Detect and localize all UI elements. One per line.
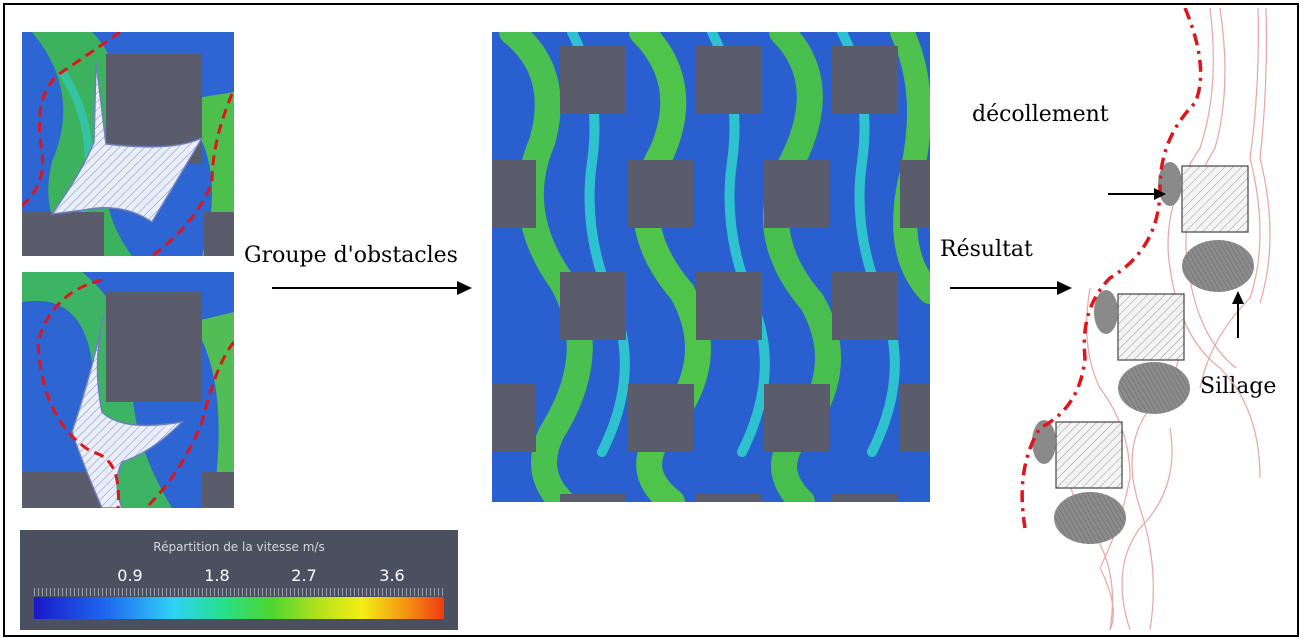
result-schematic	[1010, 8, 1290, 630]
group-label: Groupe d'obstacles	[244, 243, 458, 268]
wake-region	[50, 61, 204, 224]
scale-tick-label: 2.7	[291, 566, 317, 585]
schematic-obstacle	[1181, 165, 1249, 233]
scale-ticks	[34, 588, 444, 596]
wake-label: Sillage	[1200, 374, 1277, 399]
right-arrow-icon	[950, 281, 1072, 295]
separation-bubble	[1094, 290, 1118, 334]
velocity-color-scale: Répartition de la vitesse m/s 0.9 1.8 2.…	[20, 530, 458, 630]
result-label: Résultat	[940, 237, 1033, 262]
scale-gradient-bar	[34, 597, 444, 619]
scale-tick-label: 3.6	[379, 566, 405, 585]
schematic-obstacle	[1055, 421, 1123, 489]
obstacle-square	[106, 292, 202, 402]
wake-ellipse	[1054, 492, 1126, 544]
scale-tick-label: 0.9	[117, 566, 143, 585]
right-arrow-icon	[272, 281, 472, 295]
single-obstacle-flow-top	[22, 32, 234, 256]
obstacle-square	[22, 212, 104, 256]
wake-ellipse	[1182, 240, 1254, 292]
obstacle-grid	[492, 46, 930, 502]
scale-title: Répartition de la vitesse m/s	[153, 540, 325, 554]
obstacle-square	[202, 472, 234, 508]
scale-tick-label: 1.8	[204, 566, 230, 585]
wake-ellipse	[1118, 362, 1190, 414]
wake-region	[71, 313, 185, 508]
separation-label: décollement	[972, 102, 1109, 127]
single-obstacle-flow-bottom	[22, 272, 234, 508]
obstacle-group-flow	[492, 32, 930, 502]
figure-frame	[3, 3, 1299, 637]
obstacle-square	[204, 212, 234, 256]
schematic-obstacle	[1117, 293, 1185, 361]
